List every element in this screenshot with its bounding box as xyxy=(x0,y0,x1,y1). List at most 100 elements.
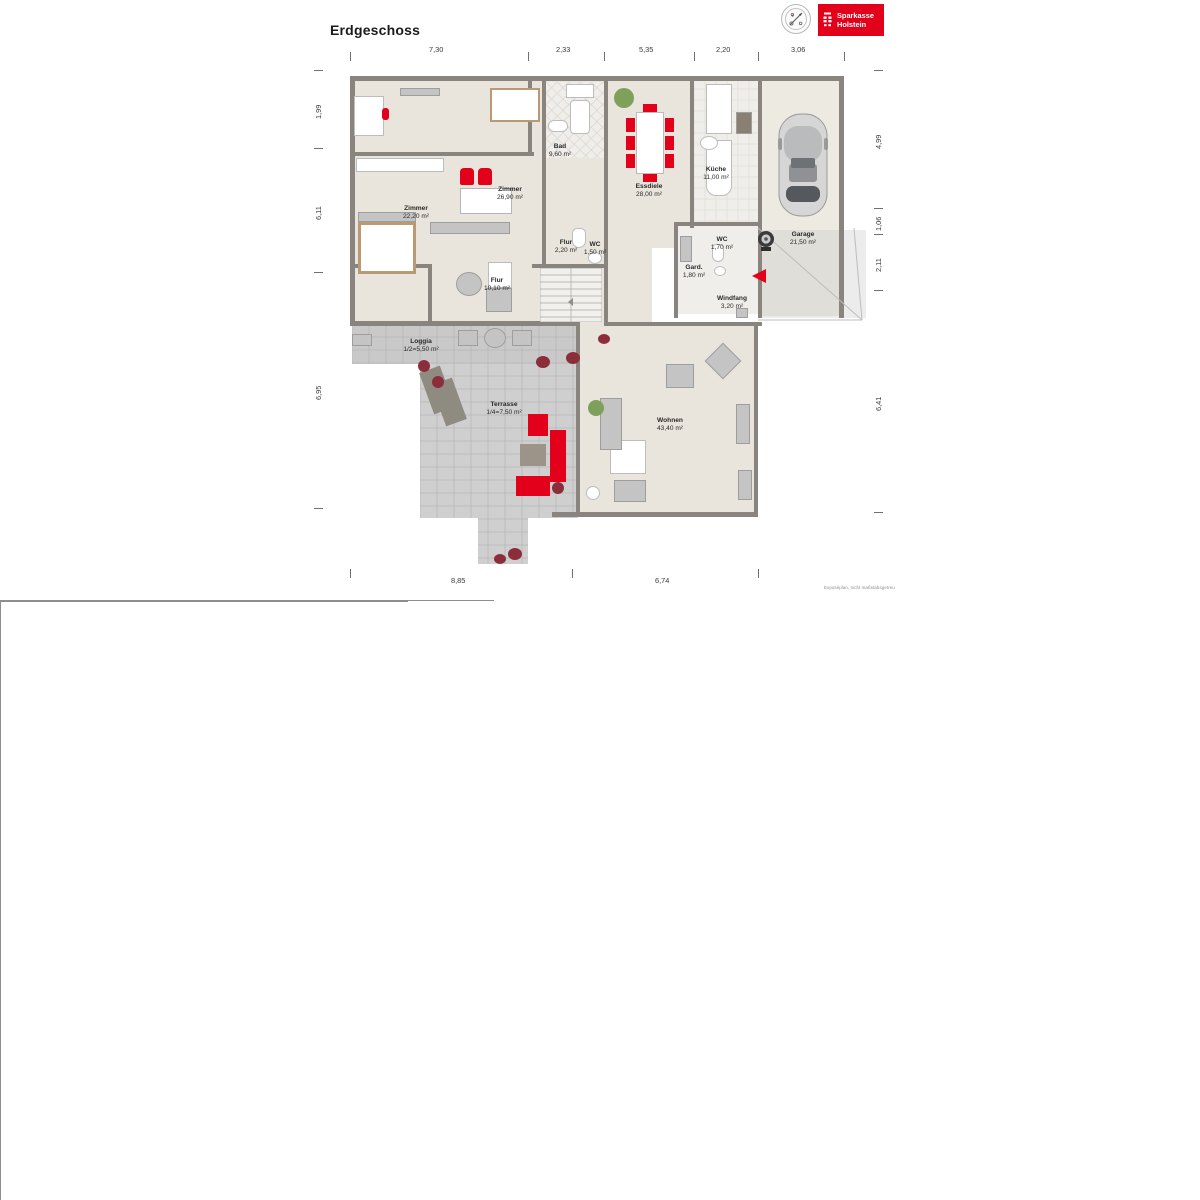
plant-terrace-8 xyxy=(598,334,610,344)
dimension-tick-top-1 xyxy=(528,52,529,61)
chair-red-r3 xyxy=(665,154,674,168)
dimension-label: 4,99 xyxy=(874,134,883,149)
room-label-area: 28,00 m² xyxy=(635,191,663,198)
chair-red-l1 xyxy=(626,118,635,132)
wall-top-right xyxy=(606,76,844,81)
room-label-name: WC xyxy=(589,241,601,248)
driveway-lines xyxy=(757,227,863,321)
dimension-tick-left-3 xyxy=(314,508,323,509)
terrace-sofa-red xyxy=(550,430,566,482)
fixture-toilet-wc-1 xyxy=(572,228,586,248)
room-label: Gard.1,80 m² xyxy=(683,264,705,280)
loggia-chair-1 xyxy=(458,330,478,346)
fixture-sink-bad xyxy=(548,120,568,132)
dimension-line-bottom xyxy=(0,601,408,602)
plant-terrace-4 xyxy=(536,356,550,368)
room-label-area: 26,90 m² xyxy=(496,194,524,201)
dimension-tick-right-4 xyxy=(874,512,883,513)
room-label-area: 1,70 m² xyxy=(710,244,734,251)
dimension-line-right xyxy=(0,1040,1,1200)
compass-rose-icon xyxy=(781,4,811,34)
furniture-cabinet-flur xyxy=(488,262,512,288)
room-label-name: Flur xyxy=(559,239,573,246)
wall-right-outer xyxy=(839,76,844,318)
room-label-name: Zimmer xyxy=(498,186,522,193)
dimension-label: 8,85 xyxy=(451,576,466,585)
furniture-shelf-upper xyxy=(400,88,440,96)
loggia-bench xyxy=(352,334,372,346)
dimension-label: 1,06 xyxy=(874,216,883,231)
terrace-table xyxy=(520,444,546,466)
wall-flur-right xyxy=(428,264,432,324)
wall-interior-h1 xyxy=(352,152,534,156)
chair-red-r1 xyxy=(665,118,674,132)
room-label-area: 1,50 m² xyxy=(583,249,607,256)
furniture-dining-table xyxy=(636,112,664,174)
room-label-name: WC xyxy=(716,236,728,243)
dimension-tick-bottom-0 xyxy=(350,569,351,578)
plant-terrace-3 xyxy=(432,376,444,388)
room-label-name: Wohnen xyxy=(657,417,683,424)
room-label-area: 43,40 m² xyxy=(656,425,684,432)
plant-essdiele xyxy=(614,88,634,108)
dimension-tick-right-1 xyxy=(874,208,883,209)
dimension-label: 1,99 xyxy=(314,104,323,119)
terrace-chair-red-1 xyxy=(528,414,548,436)
room-label-area: 1/4=7,50 m² xyxy=(486,409,522,416)
loggia-table xyxy=(484,328,506,348)
room-label-area: 1/2=5,50 m² xyxy=(403,346,439,353)
tire-icon xyxy=(757,230,775,257)
furniture-mat-windfang xyxy=(736,308,748,318)
dimension-label: 6,74 xyxy=(655,576,670,585)
furniture-armchair-wohnen-1 xyxy=(666,364,694,388)
plant-terrace-7 xyxy=(494,554,506,564)
dimension-tick-bottom-1 xyxy=(572,569,573,578)
dimension-tick-right-3 xyxy=(874,290,883,291)
kitchen-sink xyxy=(700,136,718,150)
chair-red-head xyxy=(643,104,657,112)
furniture-round-side-table xyxy=(586,486,600,500)
dimension-tick-left-2 xyxy=(314,272,323,273)
wall-top-left xyxy=(350,76,654,81)
staircase xyxy=(540,268,602,322)
dimension-tick-left-1 xyxy=(314,148,323,149)
wall-interior-v2 xyxy=(542,80,546,324)
furniture-counter xyxy=(356,158,444,172)
room-label-name: Flur xyxy=(490,277,504,284)
wall-wohnen-top xyxy=(604,322,762,326)
dimension-tick-right-0 xyxy=(874,70,883,71)
direction-arrow-icon xyxy=(750,268,768,289)
dimension-tick-top-3 xyxy=(694,52,695,61)
logo-line-2: Holstein xyxy=(837,20,867,29)
plant-terrace-2 xyxy=(418,360,430,372)
dimension-tick-right-2 xyxy=(874,234,883,235)
chair-red-l2 xyxy=(626,136,635,150)
wall-left-outer xyxy=(350,76,355,326)
wall-loggia-edge xyxy=(350,321,580,326)
logo-line-1: Sparkasse xyxy=(837,11,874,20)
fixture-tub-bad xyxy=(566,84,594,98)
dimension-label: 2,11 xyxy=(874,258,883,272)
room-label-name: Gard. xyxy=(685,264,703,271)
room-label-name: Loggia xyxy=(410,338,432,345)
furniture-bed-upper xyxy=(490,88,540,122)
page-title: Erdgeschoss xyxy=(330,22,421,38)
furniture-headboard-left xyxy=(358,212,416,222)
dimension-label: 6,95 xyxy=(314,385,323,400)
wall-interior-h2 xyxy=(676,222,760,226)
loggia-chair-2 xyxy=(512,330,532,346)
room-label-name: Garage xyxy=(791,231,815,238)
plant-terrace-6 xyxy=(508,548,522,560)
room-label-name: Zimmer xyxy=(404,205,428,212)
furniture-desk xyxy=(460,188,512,214)
dimension-tick-top-0 xyxy=(350,52,351,61)
furniture-rug-wohnen xyxy=(610,440,646,474)
